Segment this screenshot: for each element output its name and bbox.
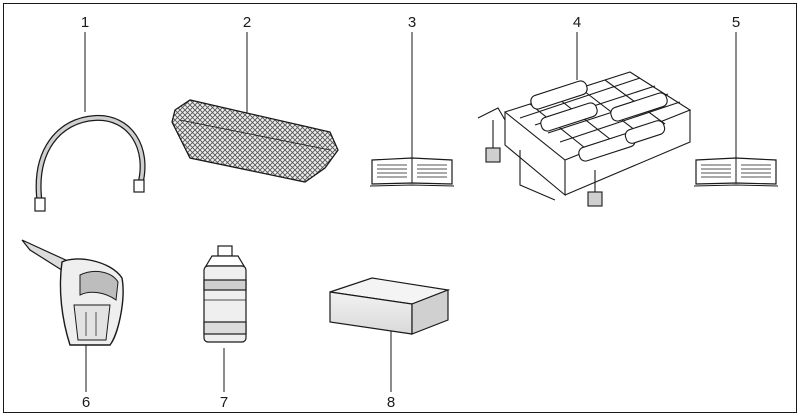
filter-mat-icon	[171, 99, 339, 183]
callout-number: 3	[407, 14, 417, 31]
drain-hose-icon	[34, 114, 146, 212]
salt-funnel-icon	[21, 239, 124, 346]
wire-basket-rack-icon	[477, 71, 692, 207]
callout-number: 8	[386, 394, 396, 411]
callout-number: 4	[572, 14, 582, 31]
diagram-frame	[3, 3, 797, 413]
callout-number: 7	[219, 394, 229, 411]
callout-number: 1	[80, 14, 90, 31]
leader-lines	[84, 32, 737, 392]
callout-number: 6	[81, 394, 91, 411]
rinse-aid-bottle-icon	[203, 245, 247, 343]
manual-book-icon	[693, 157, 779, 187]
sponge-block-icon	[329, 277, 451, 335]
callout-number: 5	[731, 14, 741, 31]
manual-book-icon	[369, 157, 455, 187]
callout-number: 2	[242, 14, 252, 31]
